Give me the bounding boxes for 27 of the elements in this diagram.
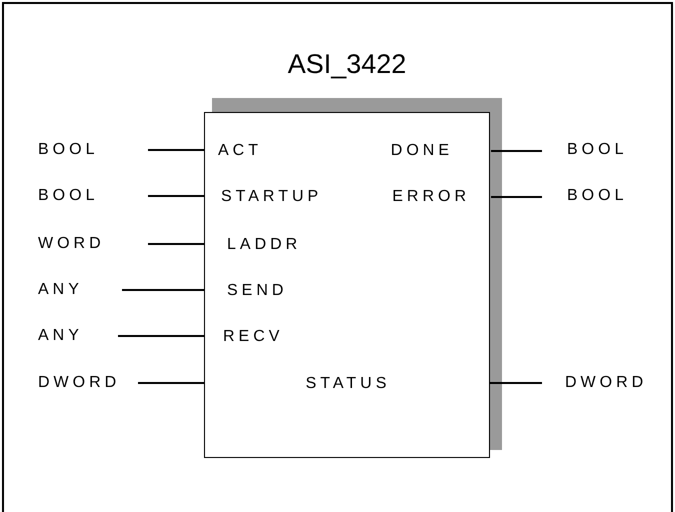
connector-line (148, 195, 205, 197)
data-type-label: DWORD (542, 372, 662, 394)
connector-line (138, 382, 204, 384)
data-type-label: BOOL (542, 139, 662, 161)
data-type-label: BOOL (38, 185, 148, 207)
data-type-label: BOOL (38, 139, 148, 161)
pin-name: ACT (205, 140, 345, 162)
connector-line (490, 382, 542, 384)
connector-line (148, 149, 205, 151)
pin-name: DONE (355, 140, 491, 162)
connector-line (148, 243, 205, 245)
pin-name: SEND (205, 280, 345, 302)
pin-name: ERROR (355, 186, 491, 208)
pin-name: RECV (205, 326, 345, 348)
data-type-label: WORD (38, 233, 148, 255)
data-type-label: BOOL (542, 185, 662, 207)
connector-line (491, 150, 542, 152)
data-type-label: ANY (38, 325, 118, 347)
pin-name: STARTUP (205, 186, 345, 208)
connector-line (118, 335, 205, 337)
pin-name: LADDR (205, 234, 345, 256)
connector-line (491, 196, 542, 198)
data-type-label: ANY (38, 279, 122, 301)
data-type-label: DWORD (38, 372, 138, 394)
block-title: ASI_3422 (286, 49, 408, 80)
connector-line (122, 289, 205, 291)
pin-name: STATUS (205, 373, 491, 395)
